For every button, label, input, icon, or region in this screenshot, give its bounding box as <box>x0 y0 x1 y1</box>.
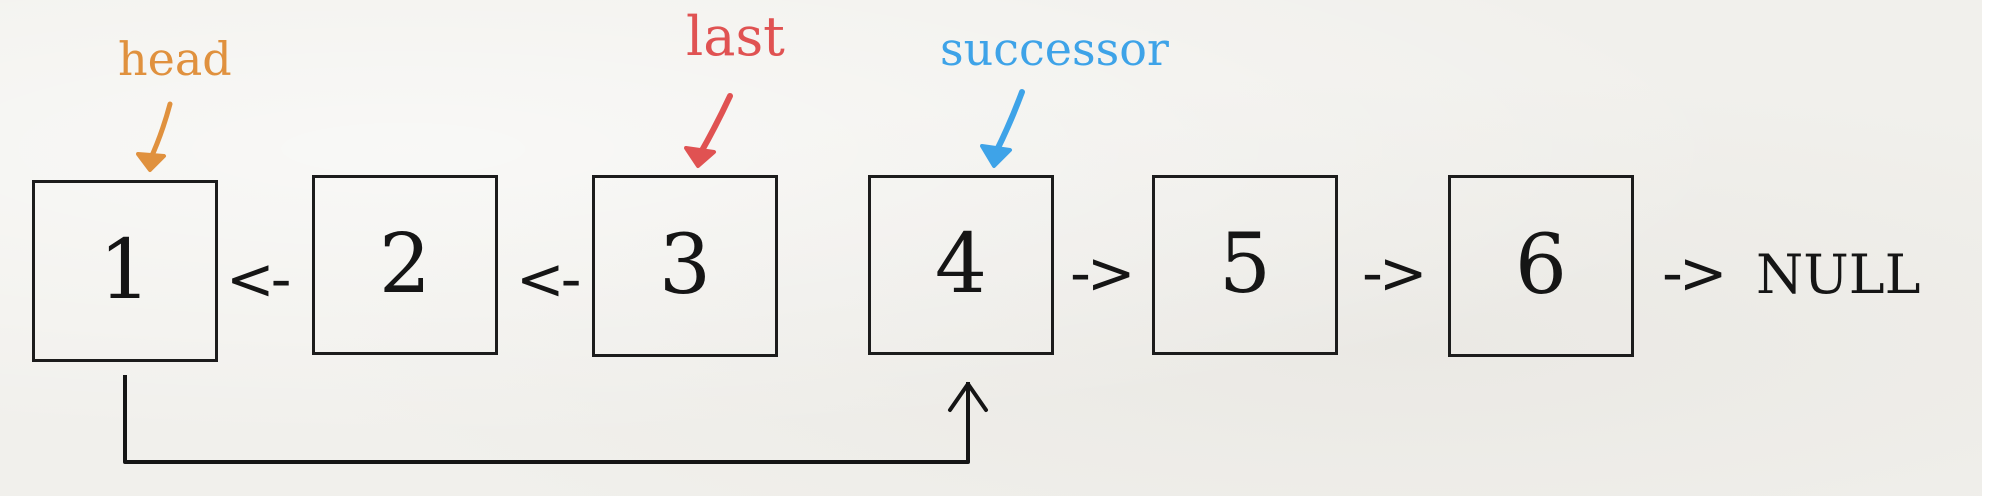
null-label: NULL <box>1756 243 1921 306</box>
head-pointer-label: head <box>118 32 232 86</box>
list-node-2: 2 <box>312 175 498 355</box>
node-value: 4 <box>934 217 988 312</box>
head-pointer-arrow-icon <box>136 101 173 172</box>
node-value: 6 <box>1514 218 1568 313</box>
successor-pointer-arrow-icon <box>980 89 1025 168</box>
up-arrowhead-icon <box>948 382 988 412</box>
list-node-5: 5 <box>1152 175 1338 355</box>
list-node-4: 4 <box>868 175 1054 355</box>
list-node-3: 3 <box>592 175 778 357</box>
reverse-arrow-2-to-1: <- <box>226 245 292 313</box>
node-value: 5 <box>1218 217 1272 312</box>
right-margin <box>1982 0 2016 496</box>
node-value: 1 <box>98 223 152 318</box>
forward-arrow-6-to-null: -> <box>1662 239 1728 307</box>
forward-arrow-5-to-6: -> <box>1362 239 1428 307</box>
node1-to-node4-connector <box>123 375 988 464</box>
node-value: 3 <box>658 218 712 313</box>
reverse-arrow-3-to-2: <- <box>516 245 582 313</box>
list-node-6: 6 <box>1448 175 1634 357</box>
node-value: 2 <box>378 217 432 312</box>
successor-pointer-label: successor <box>940 22 1169 76</box>
forward-arrow-4-to-5: -> <box>1070 239 1136 307</box>
last-pointer-arrow-icon <box>684 93 733 168</box>
last-pointer-label: last <box>686 5 785 68</box>
list-node-1: 1 <box>32 180 218 362</box>
